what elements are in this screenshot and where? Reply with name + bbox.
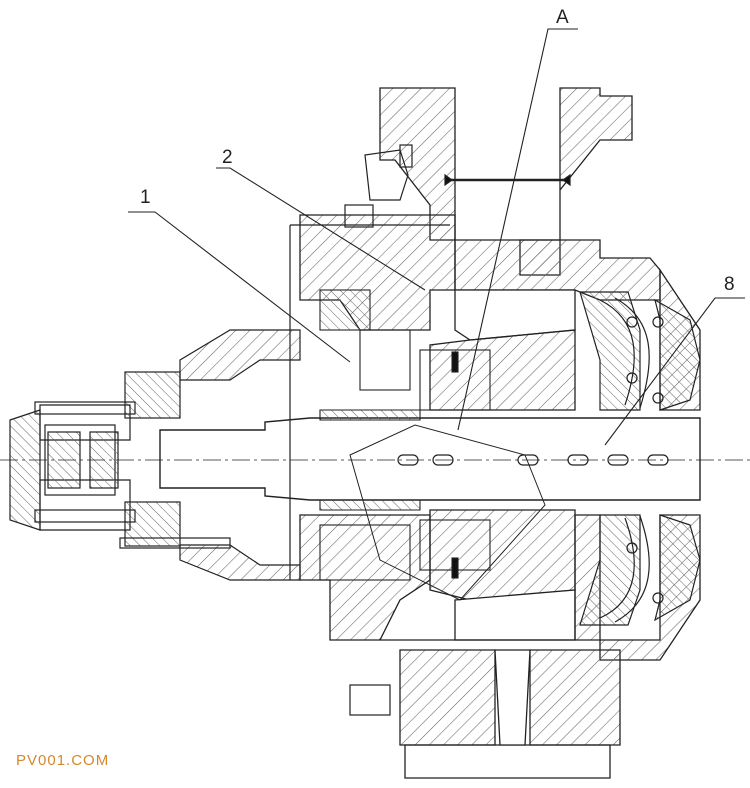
callout-label-2: 2	[222, 147, 233, 168]
shaft-slots	[397, 454, 669, 466]
leader-lines	[128, 28, 745, 446]
callout-label-8: 8	[724, 274, 735, 295]
callout-label-1: 1	[140, 187, 151, 208]
watermark: PV001.COM	[16, 752, 110, 769]
impeller-lower	[579, 514, 701, 626]
callout-label-a: A	[556, 7, 569, 28]
pipe-fittings	[289, 144, 571, 716]
bearing-housing	[9, 329, 301, 581]
shaft	[0, 417, 750, 601]
lower-casing	[299, 509, 701, 779]
seal-assembly	[319, 289, 491, 581]
